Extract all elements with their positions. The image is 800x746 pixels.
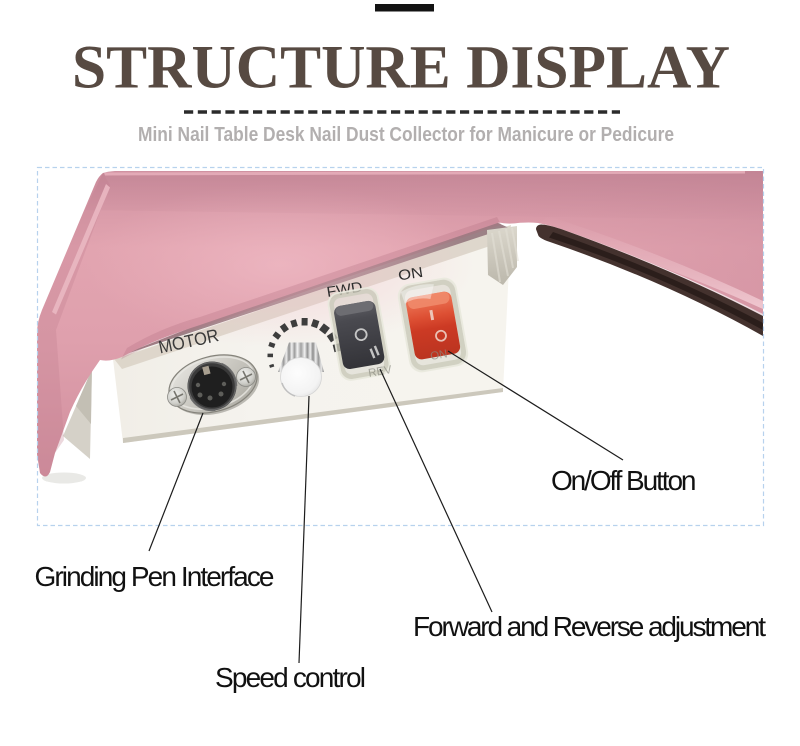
svg-text:On/Off Button: On/Off Button [551,465,697,496]
svg-text:ON: ON [397,265,424,285]
svg-text:STRUCTURE DISPLAY: STRUCTURE DISPLAY [72,34,730,102]
svg-text:REV: REV [367,364,393,380]
svg-text:Speed control: Speed control [215,662,366,693]
svg-text:Forward and Reverse adjustment: Forward and Reverse adjustment [413,611,766,642]
svg-text:Grinding Pen Interface: Grinding Pen Interface [35,561,275,592]
svg-text:ON: ON [429,348,448,363]
svg-text:Mini Nail Table Desk Nail Dust: Mini Nail Table Desk Nail Dust Collector… [138,124,674,146]
